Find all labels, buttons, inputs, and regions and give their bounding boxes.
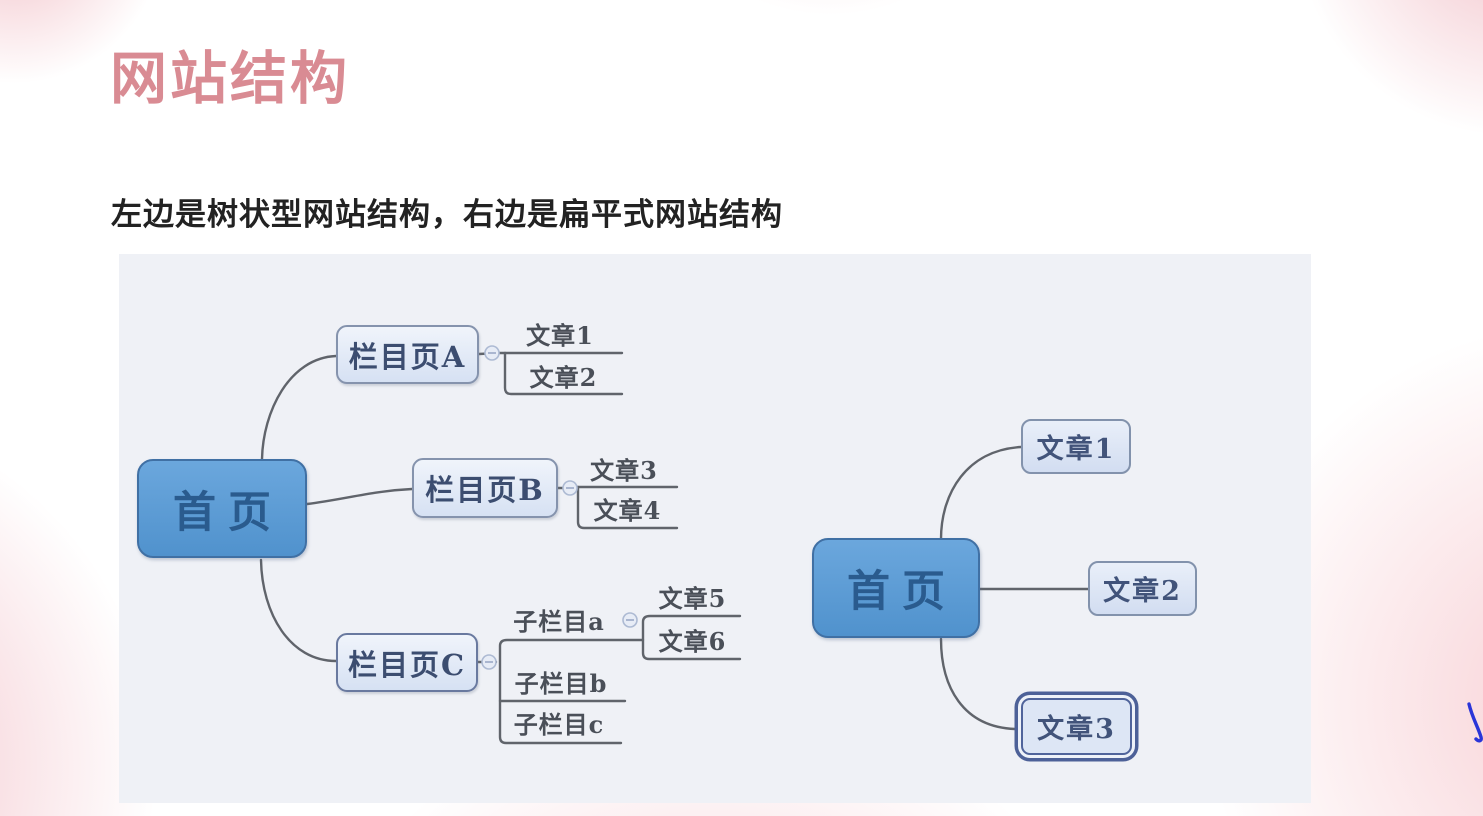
right-node-article-1: 文章1	[1021, 419, 1131, 474]
right-node-article-2: 文章2	[1088, 561, 1197, 616]
right-node-article-3-selected: 文章3	[1021, 698, 1132, 755]
left-label-article-1: 文章1	[526, 321, 594, 350]
right-root-node-home: 首页	[812, 538, 980, 638]
left-label-sub-column-b: 子栏目b	[514, 669, 608, 698]
left-label-sub-column-c: 子栏目c	[513, 710, 605, 739]
page-subtitle: 左边是树状型网站结构，右边是扁平式网站结构	[111, 197, 783, 232]
left-label-article-5: 文章5	[658, 584, 727, 613]
left-label-article-3: 文章3	[590, 456, 658, 485]
page-title: 网站结构	[110, 47, 350, 111]
left-root-node-home: 首页	[137, 459, 307, 558]
left-node-column-c: 栏目页C	[336, 633, 478, 692]
left-label-sub-column-a: 子栏目a	[513, 607, 605, 636]
left-label-article-4: 文章4	[593, 496, 662, 525]
left-node-column-a: 栏目页A	[336, 325, 479, 384]
left-label-article-6: 文章6	[658, 627, 727, 656]
left-label-article-2: 文章2	[529, 363, 598, 392]
left-node-column-b: 栏目页B	[412, 458, 558, 518]
